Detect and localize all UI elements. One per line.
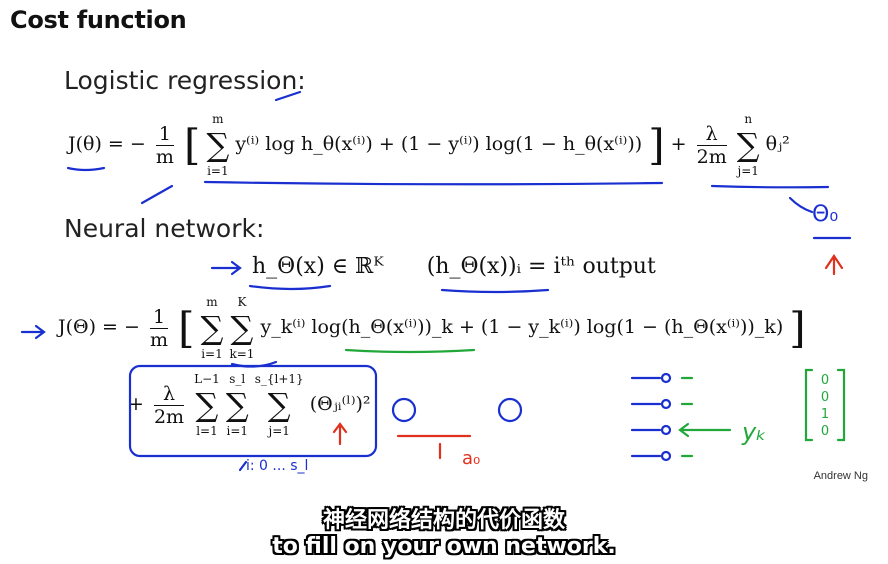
left-bracket: [: [178, 303, 195, 353]
reg-frac: λ 2m: [153, 383, 185, 428]
annotation-theta0: Θ₀: [812, 202, 839, 227]
reg-frac-num: λ: [153, 383, 185, 406]
annotation-a0: a₀: [462, 448, 481, 469]
logistic-sum-bottom: i=1: [207, 164, 229, 178]
heading-neural-network: Neural network:: [64, 214, 265, 243]
output-space: h_Θ(x) ∈ ℝᴷ: [252, 254, 384, 279]
vector-entry: 0: [820, 373, 830, 388]
logistic-frac-den: m: [155, 145, 174, 168]
vector-entry: 1: [820, 407, 830, 422]
theta-circle: [497, 397, 523, 423]
arrow-h-theta: [210, 260, 242, 276]
output-node: [660, 372, 672, 384]
logistic-sum: m ∑ i=1: [206, 112, 229, 178]
annotation-yk: yₖ: [742, 418, 767, 446]
vector-right-bracket: [836, 368, 846, 442]
sum-symbol: ∑: [267, 386, 291, 424]
logistic-body: y⁽ⁱ⁾ log h_θ(x⁽ⁱ⁾) + (1 − y⁽ⁱ⁾) log(1 − …: [235, 133, 643, 155]
output-arrows: [630, 376, 662, 458]
reg-sum-j-top: s_{l+1}: [254, 372, 304, 386]
reg-sum-j: s_{l+1} ∑ j=1: [255, 372, 304, 438]
arrow-theta0: [788, 196, 814, 214]
nn-sum-k: K ∑ k=1: [229, 295, 254, 361]
vector-entry: 0: [820, 424, 830, 439]
logistic-reg-term: θⱼ²: [765, 133, 790, 155]
underline-h-theta: [248, 284, 332, 291]
nn-regularization: + λ 2m L−1 ∑ l=1 s_l ∑ i=1 s_{l+1} ∑ j=1…: [128, 372, 371, 438]
sum-symbol: ∑: [200, 309, 224, 347]
underline-regularization: [710, 184, 830, 189]
reg-sum-l-top: L−1: [194, 372, 220, 386]
arrow-nn-cost: [20, 324, 46, 340]
nn-body: y_k⁽ⁱ⁾ log(h_Θ(x⁽ⁱ⁾))_k + (1 − y_k⁽ⁱ⁾) l…: [260, 316, 784, 338]
theta-circle: [391, 397, 417, 423]
underline-h-theta-i: [440, 288, 550, 294]
logistic-cost-equation: J(θ) = − 1 m [ m ∑ i=1 y⁽ⁱ⁾ log h_θ(x⁽ⁱ⁾…: [68, 112, 790, 178]
nn-lhs: J(Θ) = −: [58, 316, 140, 338]
output-definition: h_Θ(x) ∈ ℝᴷ (h_Θ(x))ᵢ = iᵗʰ output: [252, 254, 656, 279]
nn-frac-num: 1: [149, 306, 169, 329]
reg-plus: +: [128, 393, 144, 415]
reg-sum-i-top: s_l: [229, 372, 246, 386]
reg-term: (Θⱼᵢ⁽ˡ⁾)²: [309, 393, 371, 415]
arrow-up-theta0: [824, 254, 844, 276]
green-ticks: [680, 376, 694, 458]
reg-sum-l-bottom: l=1: [196, 424, 218, 438]
right-bracket: ]: [648, 120, 665, 170]
annotation-output-vector: 0 0 1 0: [818, 372, 832, 440]
sum-symbol: ∑: [225, 386, 249, 424]
output-ith: (h_Θ(x))ᵢ = iᵗʰ output: [426, 254, 656, 279]
nn-sum-i-top: m: [206, 295, 218, 309]
sum-symbol: ∑: [736, 126, 760, 164]
nn-sum-k-top: K: [237, 295, 247, 309]
annotation-range: i: 0 ... s_l: [246, 458, 309, 474]
nn-cost-equation: J(Θ) = − 1 m [ m ∑ i=1 K ∑ k=1 y_k⁽ⁱ⁾ lo…: [58, 295, 806, 361]
logistic-reg-den: 2m: [696, 145, 727, 168]
logistic-reg-num: λ: [696, 123, 727, 146]
output-node: [660, 450, 672, 462]
sum-symbol: ∑: [230, 309, 254, 347]
reg-sum-i: s_l ∑ i=1: [226, 372, 249, 438]
heading-logistic-regression: Logistic regression:: [64, 66, 306, 95]
sum-symbol: ∑: [195, 386, 219, 424]
reg-sum-i-bottom: i=1: [226, 424, 249, 438]
slide-credit: Andrew Ng: [813, 470, 868, 482]
nn-sum-i-bottom: i=1: [201, 347, 223, 361]
logistic-reg-sum-top: n: [744, 112, 753, 126]
logistic-sum-top: m: [212, 112, 224, 126]
subtitle-line-english: to fill on your own network.: [272, 534, 616, 559]
slide-title: Cost function: [10, 6, 187, 34]
underline-logistic-sum: [203, 180, 664, 186]
logistic-lhs: J(θ) = −: [68, 133, 146, 155]
logistic-frac-num: 1: [155, 123, 174, 146]
underline-k-sum: [230, 360, 278, 368]
nn-sum-i: m ∑ i=1: [201, 295, 224, 361]
nn-sum-k-bottom: k=1: [229, 347, 255, 361]
left-bracket: [: [184, 120, 201, 170]
logistic-reg-sum: n ∑ j=1: [737, 112, 760, 178]
sum-symbol: ∑: [206, 126, 230, 164]
right-bracket: ]: [789, 303, 806, 353]
logistic-reg-frac: λ 2m: [696, 123, 727, 168]
arrow-logistic-sum: [140, 184, 174, 205]
subtitle-line-chinese: 神经网络结构的代价函数: [322, 508, 565, 533]
arrow-yk: [678, 422, 732, 438]
vector-entry: 0: [820, 390, 830, 405]
output-node: [660, 424, 672, 436]
nn-frac: 1 m: [149, 306, 169, 351]
reg-sum-j-bottom: j=1: [268, 424, 290, 438]
output-node: [660, 398, 672, 410]
logistic-reg-sum-bottom: j=1: [737, 164, 759, 178]
reg-sum-l: L−1 ∑ l=1: [194, 372, 220, 438]
nn-frac-den: m: [150, 328, 169, 351]
reg-frac-den: 2m: [153, 405, 185, 428]
logistic-frac: 1 m: [155, 123, 174, 168]
vector-left-bracket: [804, 368, 814, 442]
